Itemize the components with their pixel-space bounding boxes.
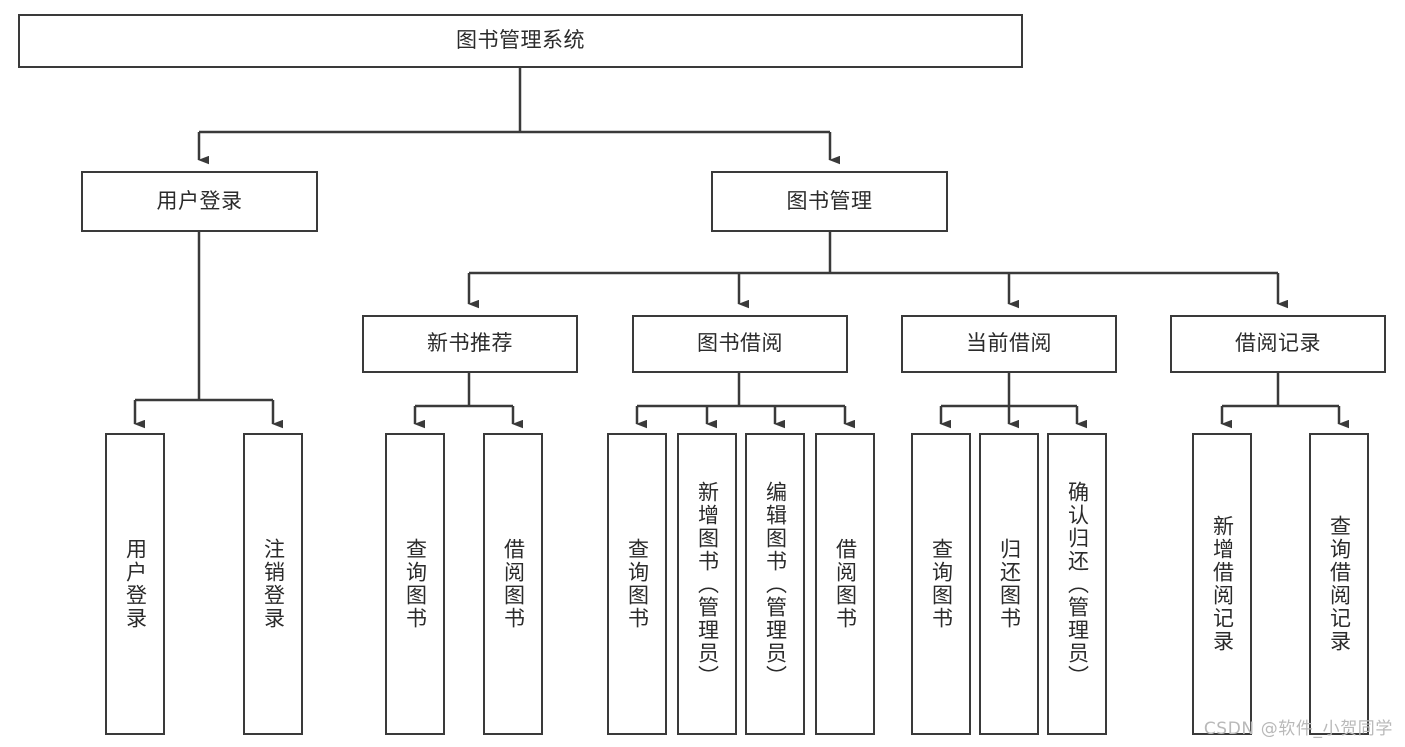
node-label: 编辑图书（管理员） [763, 480, 788, 688]
node-label: 查询图书 [625, 538, 650, 630]
node-leaf-search-borrow-record[interactable]: 查询借阅记录 [1309, 433, 1369, 735]
node-current-borrowing[interactable]: 当前借阅 [901, 315, 1117, 373]
node-label: 归还图书 [997, 538, 1022, 630]
node-label: 新增借阅记录 [1210, 515, 1235, 653]
node-label: 用户登录 [123, 538, 148, 630]
node-leaf-add-book-admin[interactable]: 新增图书（管理员） [677, 433, 737, 735]
node-label: 查询借阅记录 [1327, 515, 1352, 653]
node-leaf-confirm-return-admin[interactable]: 确认归还（管理员） [1047, 433, 1107, 735]
node-leaf-search-books-newrec[interactable]: 查询图书 [385, 433, 445, 735]
edge-root-to-level2 [197, 68, 840, 165]
edge-newrec-to-leaves [413, 373, 523, 429]
node-leaf-logout[interactable]: 注销登录 [243, 433, 303, 735]
edge-borrow-to-leaves [635, 373, 855, 429]
node-label: 查询图书 [929, 538, 954, 630]
node-label: 借阅图书 [833, 538, 858, 630]
node-label: 借阅图书 [501, 538, 526, 630]
node-label: 借阅记录 [1235, 331, 1321, 356]
node-label: 查询图书 [403, 538, 428, 630]
node-label: 注销登录 [261, 538, 286, 630]
node-leaf-user-login[interactable]: 用户登录 [105, 433, 165, 735]
edge-bookmgmt-to-level3 [467, 232, 1288, 309]
node-leaf-borrow-books[interactable]: 借阅图书 [815, 433, 875, 735]
watermark-text: CSDN @软件_小贺同学 [1203, 719, 1393, 739]
node-leaf-search-books-current[interactable]: 查询图书 [911, 433, 971, 735]
edge-records-to-leaves [1220, 373, 1349, 429]
node-label: 新增图书（管理员） [695, 480, 720, 688]
edge-current-to-leaves [939, 373, 1087, 429]
node-label: 确认归还（管理员） [1065, 480, 1090, 688]
node-label: 用户登录 [156, 188, 243, 213]
node-leaf-add-borrow-record[interactable]: 新增借阅记录 [1192, 433, 1252, 735]
node-book-borrowing[interactable]: 图书借阅 [632, 315, 848, 373]
node-label: 当前借阅 [966, 331, 1052, 356]
node-label: 图书管理 [786, 188, 873, 213]
node-label: 新书推荐 [427, 331, 513, 356]
node-label: 图书管理系统 [456, 28, 585, 53]
node-book-management[interactable]: 图书管理 [711, 171, 948, 232]
node-new-book-recommendation[interactable]: 新书推荐 [362, 315, 578, 373]
node-user-login[interactable]: 用户登录 [81, 171, 318, 232]
node-borrowing-records[interactable]: 借阅记录 [1170, 315, 1386, 373]
node-leaf-edit-book-admin[interactable]: 编辑图书（管理员） [745, 433, 805, 735]
node-leaf-search-books-borrow[interactable]: 查询图书 [607, 433, 667, 735]
node-leaf-return-books[interactable]: 归还图书 [979, 433, 1039, 735]
node-label: 图书借阅 [697, 331, 783, 356]
node-root-book-management-system[interactable]: 图书管理系统 [18, 14, 1023, 68]
node-leaf-borrow-books-newrec[interactable]: 借阅图书 [483, 433, 543, 735]
edge-login-to-leaves [133, 232, 283, 429]
